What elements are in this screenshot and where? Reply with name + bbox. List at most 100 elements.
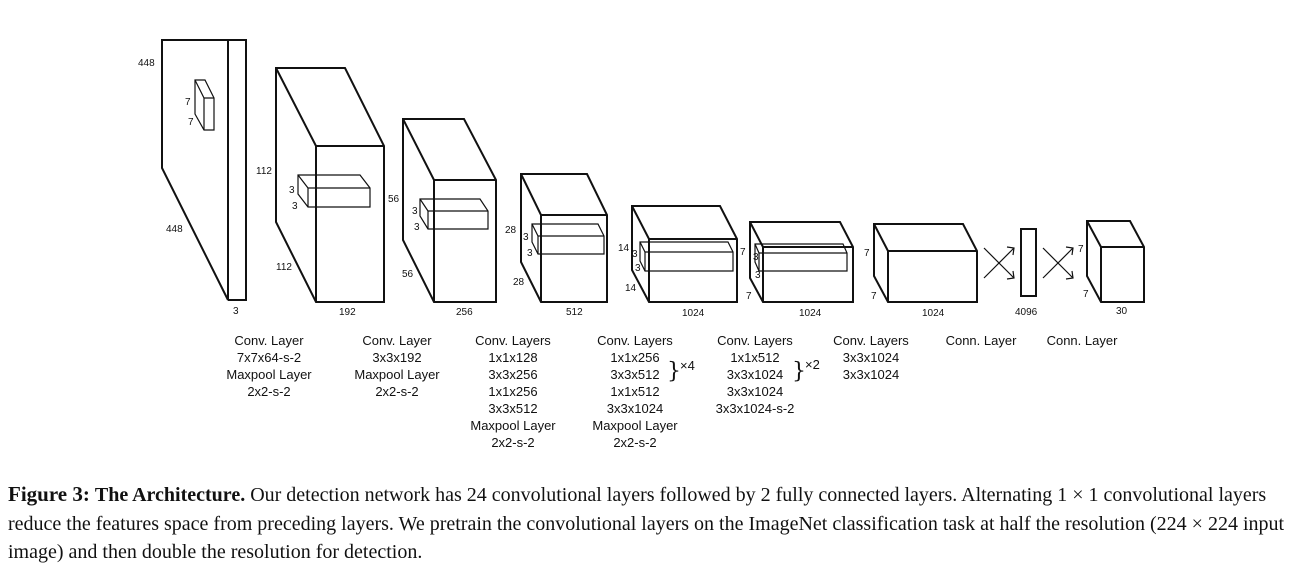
- layer2-width-label: 56: [402, 269, 414, 280]
- output-width-label: 7: [1083, 289, 1089, 300]
- layer1-kernel-label-a: 3: [289, 185, 295, 196]
- caption-line: Maxpool Layer: [226, 367, 312, 382]
- caption-line: 3x3x1024: [727, 367, 783, 382]
- layer2-kernel-label-b: 3: [414, 222, 420, 233]
- caption-block1: Conv. Layer 7x7x64-s-2 Maxpool Layer 2x2…: [226, 333, 312, 399]
- caption-line: 3x3x1024: [727, 384, 783, 399]
- layer3-width-label: 28: [513, 277, 525, 288]
- layer4-width-label: 14: [625, 283, 637, 294]
- caption-block6: Conv. Layers 3x3x1024 3x3x1024: [833, 333, 909, 382]
- caption-line: 3x3x1024-s-2: [716, 401, 795, 416]
- layer4-kernel-label-a: 3: [632, 249, 638, 260]
- layer4-kernel: [639, 241, 734, 272]
- layer4-height-label: 14: [618, 243, 630, 254]
- layer5-height-label: 7: [740, 247, 746, 258]
- layer5-kernel: [754, 243, 848, 272]
- caption-block2: Conv. Layer 3x3x192 Maxpool Layer 2x2-s-…: [354, 333, 440, 399]
- layer4-volume: [631, 205, 738, 303]
- input-width-label: 448: [166, 224, 183, 235]
- output-depth-label: 30: [1116, 306, 1128, 317]
- caption-line: Conv. Layers: [475, 333, 551, 348]
- output-height-label: 7: [1078, 244, 1084, 255]
- layer1-kernel-label-b: 3: [292, 201, 298, 212]
- caption-line: 3x3x256: [488, 367, 537, 382]
- layer3-depth-label: 512: [566, 307, 583, 318]
- fc1-block: [1020, 228, 1037, 297]
- layer6-depth-label: 1024: [922, 308, 945, 319]
- caption-line: 2x2-s-2: [613, 435, 656, 450]
- layer1-width-label: 112: [276, 262, 292, 273]
- layer6-width-label: 7: [871, 291, 877, 302]
- input-kernel: [194, 79, 215, 131]
- caption-line: Maxpool Layer: [354, 367, 440, 382]
- figure-caption: Figure 3: The Architecture. Our detectio…: [8, 480, 1298, 567]
- layer5-volume: [749, 221, 854, 303]
- caption-line: Conv. Layers: [597, 333, 673, 348]
- caption-line: Conv. Layer: [362, 333, 432, 348]
- caption-line: Conv. Layers: [717, 333, 793, 348]
- caption-line: 2x2-s-2: [247, 384, 290, 399]
- repeat-brace: }: [667, 359, 681, 384]
- caption-line: 3x3x1024: [843, 367, 899, 382]
- repeat-count-x2: ×2: [805, 357, 820, 372]
- layer4-depth-label: 1024: [682, 308, 705, 319]
- caption-line: Conn. Layer: [1047, 333, 1118, 348]
- layer2-height-label: 56: [388, 194, 400, 205]
- layer5-kernel-label-b: 3: [755, 270, 761, 281]
- caption-block4: Conv. Layers 1x1x256 3x3x512 1x1x512 3x3…: [592, 333, 694, 450]
- caption-line: Conv. Layers: [833, 333, 909, 348]
- caption-line: 1x1x512: [730, 350, 779, 365]
- layer6-volume: [873, 223, 978, 303]
- caption-line: 3x3x512: [488, 401, 537, 416]
- input-kernel-label-b: 7: [188, 117, 194, 128]
- layer3-height-label: 28: [505, 225, 517, 236]
- caption-line: 3x3x1024: [843, 350, 899, 365]
- caption-line: 3x3x1024: [607, 401, 663, 416]
- layer1-height-label: 112: [256, 166, 272, 177]
- fc2-connection-lines: [1042, 246, 1074, 280]
- layer3-kernel-label-b: 3: [527, 248, 533, 259]
- architecture-diagram: 448 448 3 7 7 112 112 192 3 3 56 56 256 …: [138, 39, 1145, 450]
- layer1-kernel: [297, 174, 371, 208]
- caption-line: 7x7x64-s-2: [237, 350, 301, 365]
- figure-label: Figure 3:: [8, 482, 90, 506]
- caption-line: 3x3x192: [372, 350, 421, 365]
- caption-line: 1x1x512: [610, 384, 659, 399]
- layer3-volume: [520, 173, 608, 303]
- layer6-height-label: 7: [864, 248, 870, 259]
- fc1-size-label: 4096: [1015, 307, 1038, 318]
- caption-line: Conn. Layer: [946, 333, 1017, 348]
- caption-block3: Conv. Layers 1x1x128 3x3x256 1x1x256 3x3…: [470, 333, 556, 450]
- caption-line: 1x1x256: [488, 384, 537, 399]
- caption-line: Conv. Layer: [234, 333, 304, 348]
- input-volume: [161, 39, 247, 301]
- layer3-kernel-label-a: 3: [523, 232, 529, 243]
- caption-block5: Conv. Layers 1x1x512 3x3x1024 3x3x1024 3…: [716, 333, 820, 416]
- caption-line: 2x2-s-2: [375, 384, 418, 399]
- output-volume: [1086, 220, 1145, 303]
- caption-line: 1x1x256: [610, 350, 659, 365]
- layer2-kernel: [419, 198, 489, 230]
- repeat-count-x4: ×4: [680, 358, 695, 373]
- caption-line: Maxpool Layer: [470, 418, 556, 433]
- layer2-depth-label: 256: [456, 307, 473, 318]
- layer4-kernel-label-b: 3: [635, 263, 641, 274]
- caption-line: 2x2-s-2: [491, 435, 534, 450]
- caption-line: Maxpool Layer: [592, 418, 678, 433]
- layer2-kernel-label-a: 3: [412, 206, 418, 217]
- input-height-label: 448: [138, 58, 155, 69]
- caption-line: 3x3x512: [610, 367, 659, 382]
- caption-block7: Conn. Layer: [946, 333, 1017, 348]
- layer5-kernel-label-a: 3: [753, 252, 759, 263]
- layer5-depth-label: 1024: [799, 308, 822, 319]
- layer2-volume: [402, 118, 497, 303]
- repeat-brace: }: [792, 359, 806, 384]
- layer3-kernel: [531, 223, 605, 255]
- input-kernel-label-a: 7: [185, 97, 191, 108]
- layer1-volume: [275, 67, 385, 303]
- fc1-connection-lines: [983, 246, 1015, 280]
- input-depth-label: 3: [233, 306, 239, 317]
- figure-text: Our detection network has 24 convolution…: [8, 484, 1285, 563]
- caption-line: 1x1x128: [488, 350, 537, 365]
- layer5-width-label: 7: [746, 291, 752, 302]
